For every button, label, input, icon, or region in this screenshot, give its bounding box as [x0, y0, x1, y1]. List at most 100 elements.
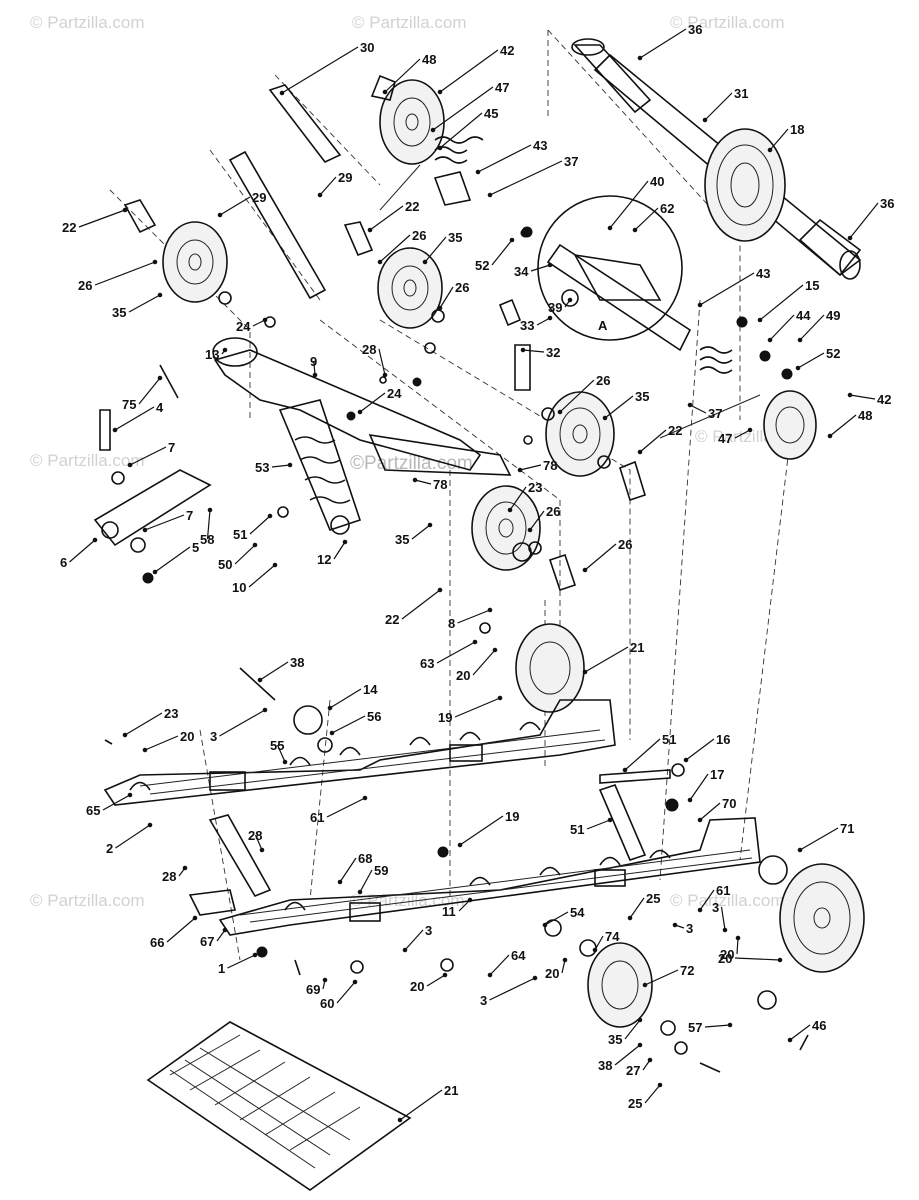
callout-number: 20: [180, 729, 194, 744]
leader-arrowhead: [735, 935, 741, 941]
callout: 52: [475, 237, 515, 273]
callout: 45: [437, 106, 498, 151]
leader-line: [522, 349, 545, 353]
slide-rails: [103, 699, 761, 936]
callout-number: 6: [60, 555, 67, 570]
callout-number: 23: [164, 706, 178, 721]
callout-number: 71: [840, 821, 854, 836]
leader-arrowhead: [472, 639, 478, 645]
callout-number: 24: [236, 319, 251, 334]
leader-arrowhead: [127, 462, 133, 468]
callout: 38: [598, 1042, 643, 1073]
callout: 56: [329, 709, 381, 736]
callout: 22: [62, 207, 128, 235]
leader-arrowhead: [147, 822, 153, 828]
callout-number: 20: [545, 966, 559, 981]
leader-line: [426, 974, 446, 987]
leader-line: [594, 935, 604, 951]
leader-line: [336, 981, 356, 1004]
callout-number: 58: [200, 532, 214, 547]
leader-arrowhead: [382, 372, 388, 378]
callout: 52: [795, 346, 840, 371]
leader-line: [685, 738, 715, 761]
leader-arrowhead: [702, 117, 708, 123]
callout: 58: [200, 507, 214, 547]
leader-arrowhead: [475, 169, 481, 175]
callout: 51: [622, 732, 676, 773]
leader-arrowhead: [457, 842, 463, 848]
callout: 54: [542, 905, 585, 928]
callout-number: 36: [880, 196, 894, 211]
callout-number: 7: [186, 508, 193, 523]
leader-line: [699, 272, 755, 306]
callout: 22: [637, 423, 682, 455]
callout-number: 25: [628, 1096, 642, 1111]
leader-line: [271, 464, 291, 468]
torsion-springs: [379, 136, 761, 439]
leader-arrowhead: [507, 507, 513, 513]
callout-number: 42: [877, 392, 891, 407]
leader-line: [629, 897, 645, 919]
leader-line: [326, 797, 366, 818]
callout: 65: [86, 792, 133, 818]
callout-number: 3: [712, 900, 719, 915]
callout: 61: [310, 795, 368, 825]
leader-line: [206, 509, 211, 540]
callout-number: 3: [425, 923, 432, 938]
callout-number: 12: [317, 552, 331, 567]
leader-line: [219, 709, 266, 737]
leader-arrowhead: [687, 797, 693, 803]
leader-line: [458, 899, 471, 912]
leader-line: [459, 815, 504, 846]
leader-arrowhead: [262, 317, 268, 323]
leader-arrowhead: [582, 669, 588, 675]
leader-line: [519, 464, 542, 471]
leader-line: [432, 86, 494, 131]
leader-line: [359, 392, 386, 413]
leader-arrowhead: [697, 817, 703, 823]
leader-arrowhead: [337, 879, 343, 885]
callout: 55: [270, 738, 288, 765]
callout: 72: [642, 963, 694, 988]
leader-arrowhead: [122, 732, 128, 738]
callout-number: 22: [405, 199, 419, 214]
leader-arrowhead: [647, 1057, 653, 1063]
leader-arrowhead: [352, 979, 358, 985]
callout: 20: [545, 957, 568, 981]
callout: 75: [122, 375, 163, 412]
callout: 35: [602, 389, 649, 421]
callout-number: 44: [796, 308, 811, 323]
callout: 20: [718, 951, 783, 966]
callout-number: 57: [688, 1020, 702, 1035]
callout: 62: [632, 201, 674, 233]
leader-line: [849, 394, 876, 400]
callout: 28: [248, 828, 265, 853]
callout-number: 22: [385, 612, 399, 627]
front-arm-and-shock: [93, 337, 512, 547]
callout: 25: [628, 1082, 663, 1111]
callout: 39: [548, 297, 573, 315]
leader-line: [797, 352, 825, 369]
callout: 57: [688, 1020, 733, 1035]
callout-number: 69: [306, 982, 320, 997]
callout-number: 35: [635, 389, 649, 404]
callout-number: 66: [150, 935, 164, 950]
callout-number: 26: [546, 504, 560, 519]
leader-arrowhead: [467, 897, 473, 903]
leader-line: [529, 510, 545, 531]
leader-line: [114, 406, 155, 431]
leader-line: [124, 712, 163, 736]
leader-arrowhead: [509, 237, 515, 243]
leader-arrowhead: [157, 375, 163, 381]
leader-arrowhead: [542, 922, 548, 928]
leader-arrowhead: [847, 235, 853, 241]
leader-arrowhead: [487, 607, 493, 613]
callout-number: 5: [192, 540, 199, 555]
callout: 44: [767, 308, 811, 343]
callout: 26: [78, 259, 158, 293]
leader-line: [436, 641, 476, 664]
callout: 43: [697, 266, 770, 308]
callout-number: 34: [514, 264, 529, 279]
leader-line: [584, 543, 617, 571]
leader-arrowhead: [287, 462, 293, 468]
